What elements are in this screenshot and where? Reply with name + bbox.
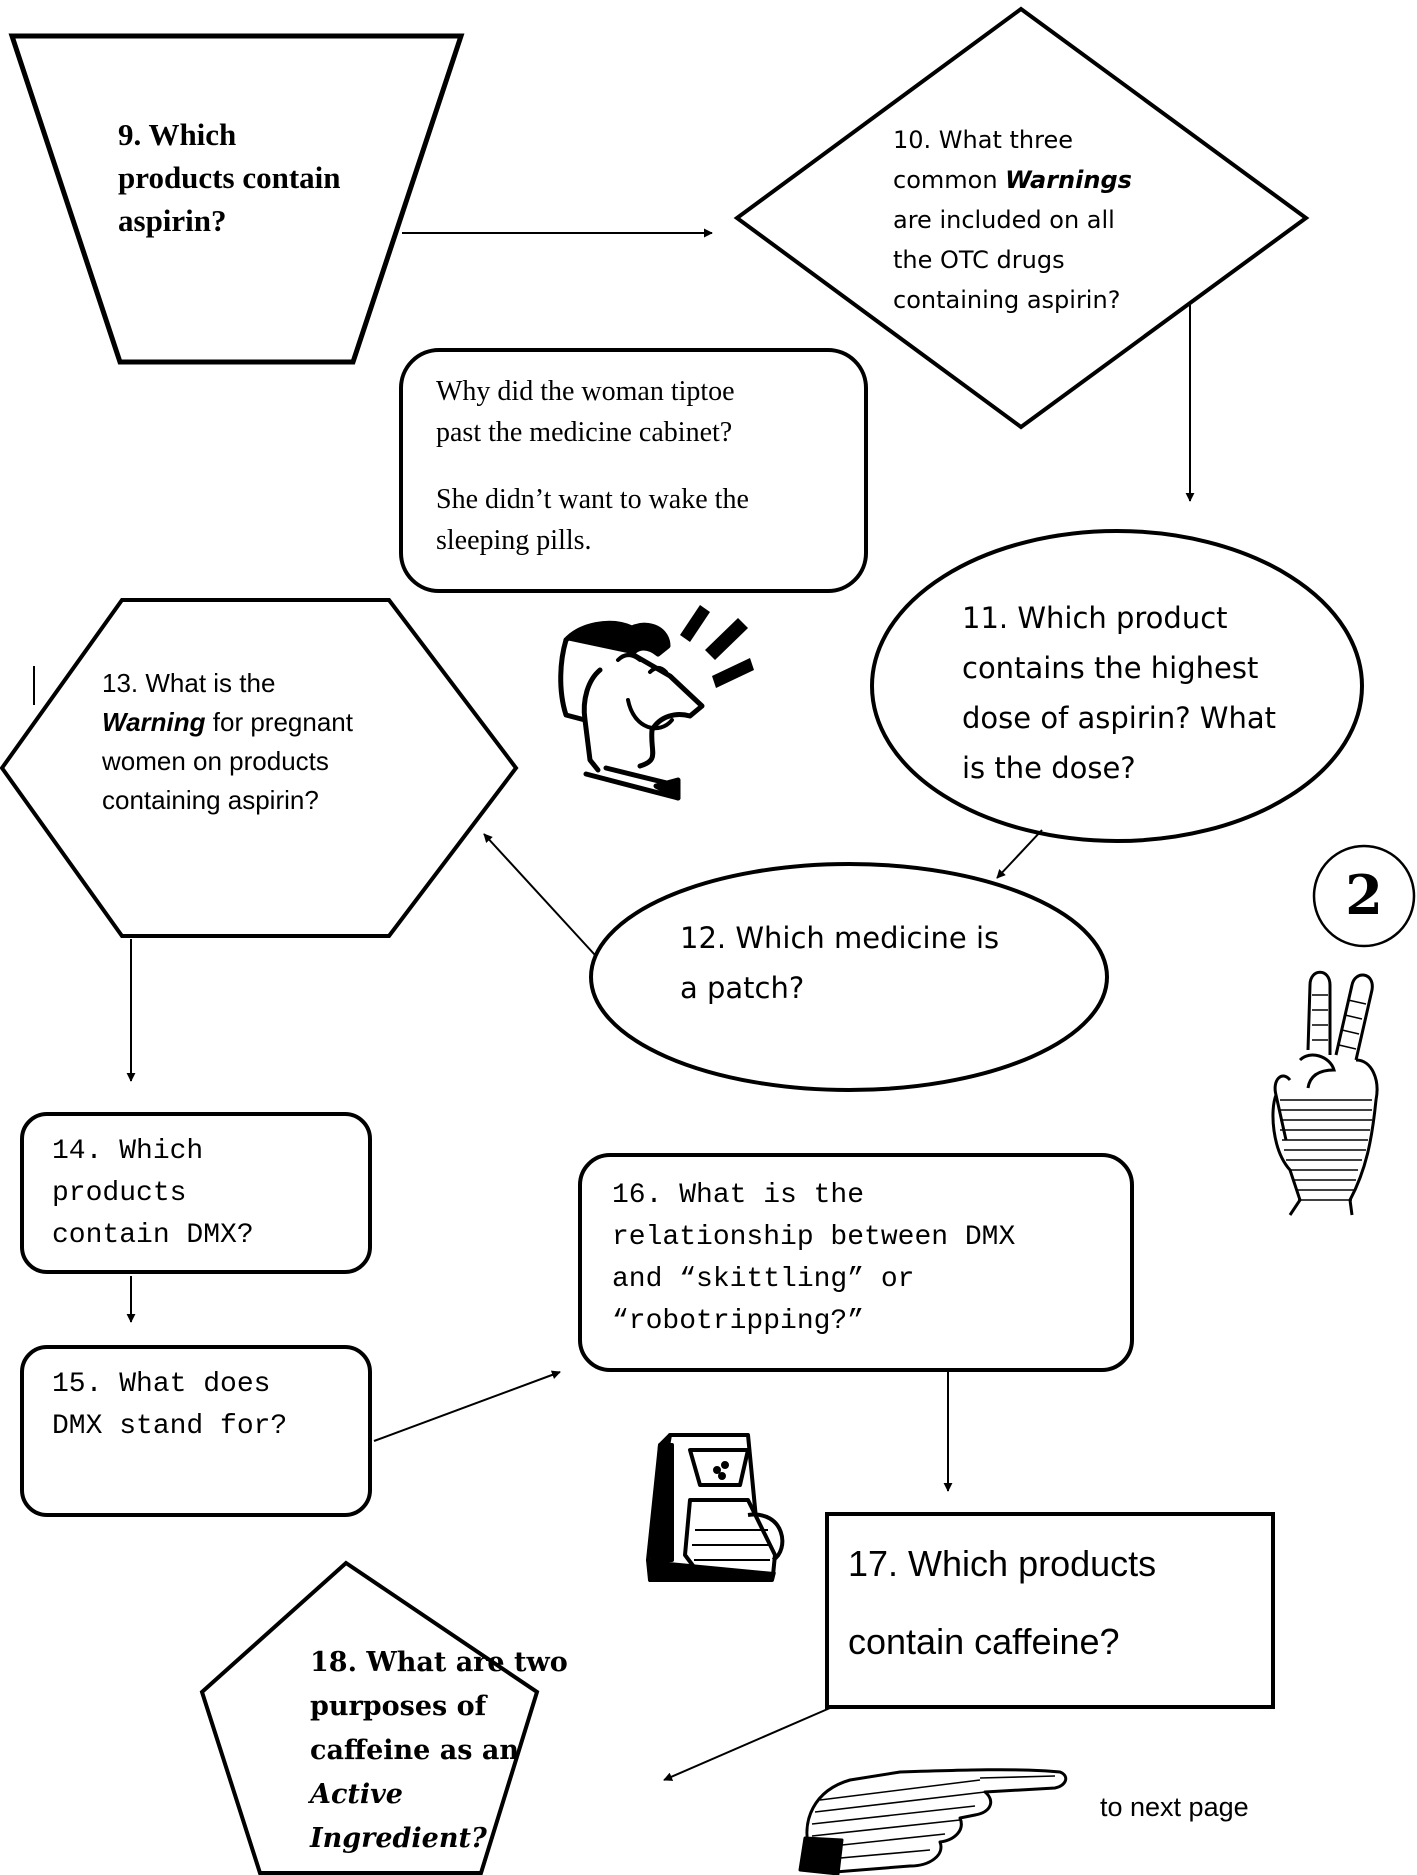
q18-line-3: caffeine as an [310,1735,519,1766]
q13-line-3: women on products [102,746,329,776]
page-badge-circle [1312,844,1416,948]
q13-hexagon [0,598,519,938]
q17-box [825,1512,1275,1709]
q14-line-3: contain DMX? [52,1220,254,1251]
q18-line-1: 18. What are two [310,1647,568,1678]
q17-line-2: contain caffeine? [848,1621,1120,1662]
q11-line-1: 11. Which product [962,601,1228,635]
q12-line-1: 12. Which medicine is [680,921,1000,955]
q15-line-2: DMX stand for? [52,1411,288,1442]
q11-line-3: dose of aspirin? What [962,701,1277,735]
q13-line-4: containing aspirin? [102,785,319,815]
q11-text: 11. Which product contains the highest d… [962,593,1276,793]
q14-box [20,1112,372,1274]
q15-line-1: 15. What does [52,1369,271,1400]
q18-line-5: Ingredient? [310,1823,487,1854]
q16-line-3: and “skittling” or [612,1264,915,1295]
q16-line-4: “robotripping?” [612,1306,865,1337]
two-fingers-hand-icon [1271,970,1379,1216]
q14-text: 14. Which products contain DMX? [52,1131,254,1257]
q16-line-2: relationship between DMX [612,1222,1016,1253]
q10-diamond [733,6,1310,430]
q13-line-2-post: for pregnant [205,707,353,737]
joke-answer-line-2: sleeping pills. [436,525,592,556]
q17-line-1: 17. Which products [848,1543,1157,1584]
joke-question-line-2: past the medicine cabinet? [436,417,733,448]
arrow-q11-to-q12 [996,829,1043,879]
q9-line-2: products contain [118,160,341,195]
q16-box [578,1153,1134,1372]
q11-line-4: is the dose? [962,751,1136,785]
q10-line-4: the OTC drugs [893,246,1065,274]
q13-text: 13. What is the Warning for pregnant wom… [102,664,353,820]
q10-line-5: containing aspirin? [893,286,1121,314]
laughing-rays-icon [680,605,754,688]
q10-text: 10. What three common Warnings are inclu… [893,120,1132,320]
q10-line-2-pre: common [893,166,1006,194]
q16-line-1: 16. What is the [612,1180,865,1211]
q9-line-1: 9. Which [118,117,237,152]
q12-ellipse [589,862,1109,1092]
q12-text: 12. Which medicine is a patch? [680,913,999,1013]
q13-line-1: 13. What is the [102,668,276,698]
q16-text: 16. What is the relationship between DMX… [612,1175,1015,1343]
joke-question-line-1: Why did the woman tiptoe [436,376,735,407]
pointing-hand-icon [798,1768,1068,1875]
q12-line-2: a patch? [680,971,805,1005]
q11-line-2: contains the highest [962,651,1259,685]
q18-line-4: Active [310,1779,403,1810]
arrow-q17-to-q18 [663,1707,831,1781]
joke-answer-line-1: She didn’t want to wake the [436,484,749,515]
q9-line-3: aspirin? [118,203,227,238]
coffee-maker-icon [646,1433,785,1582]
joke-box [399,348,868,593]
q14-line-1: 14. Which [52,1136,204,1167]
q18-line-2: purposes of [310,1691,487,1722]
q9-text: 9. Which products contain aspirin? [118,113,341,242]
arrow-q15-to-q16 [373,1370,561,1442]
q10-line-1: 10. What three [893,126,1073,154]
q10-warnings-emphasis: Warnings [1005,166,1132,194]
q10-line-3: are included on all [893,206,1115,234]
joke-text: Why did the woman tiptoe past the medici… [436,371,749,561]
q18-text: 18. What are two purposes of caffeine as… [310,1641,568,1861]
q13-warning-emphasis: Warning [102,707,206,737]
q9-trapezoid [8,33,465,365]
q13-line-2: Warning for pregnant [102,703,353,742]
next-page-link[interactable]: to next page [1100,1792,1249,1822]
arrow-q12-to-q13 [483,833,596,956]
q14-line-2: products [52,1178,187,1209]
q18-pentagon [199,1560,540,1875]
page-badge: 2 [1345,863,1383,927]
laughing-man-icon [558,620,705,801]
q17-text: 17. Which products contain caffeine? [848,1525,1156,1681]
q10-line-2: common Warnings [893,160,1132,200]
q11-ellipse [870,529,1364,843]
q15-text: 15. What does DMX stand for? [52,1364,287,1448]
q15-box [20,1345,372,1517]
